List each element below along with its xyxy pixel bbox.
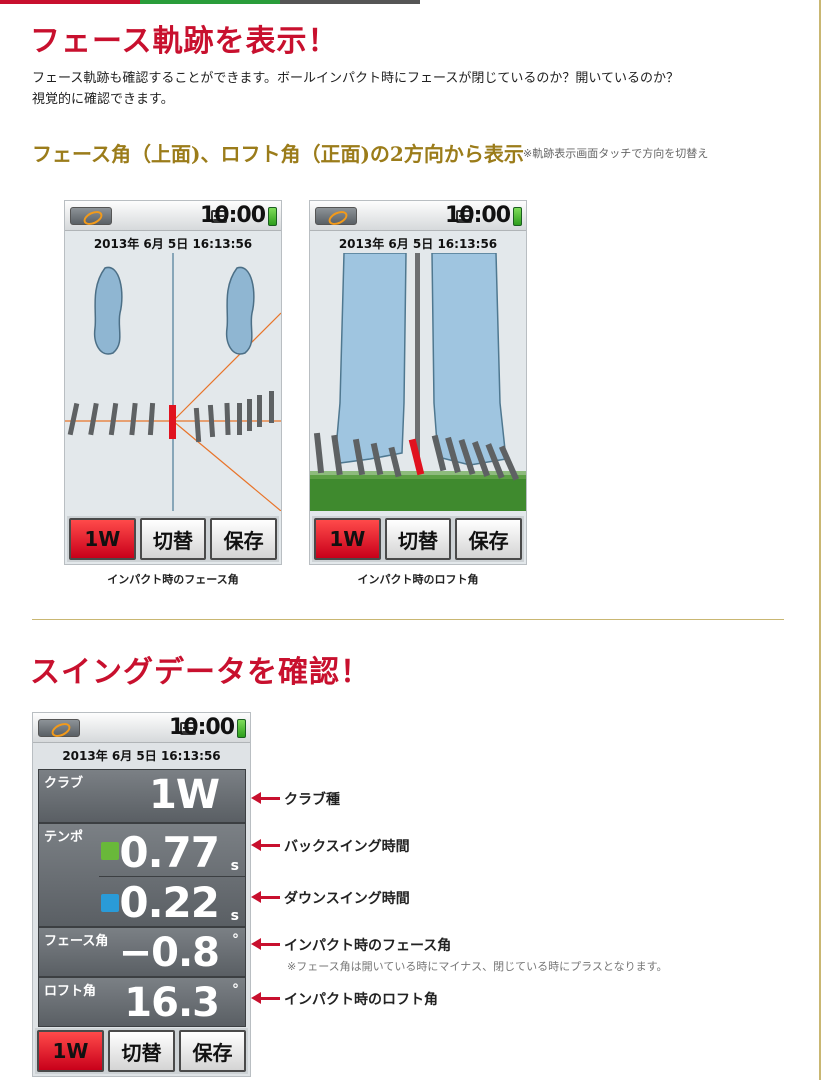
save-button[interactable]: 保存 xyxy=(455,518,523,560)
section-divider xyxy=(32,619,784,620)
club-row: クラブ 1W xyxy=(38,769,246,823)
loft-angle-row: ロフト角 16.3 ° xyxy=(38,977,246,1027)
timestamp: 2013年 6月 5日 16:13:56 xyxy=(62,749,221,763)
backswing-icon xyxy=(101,842,119,860)
timestamp: 2013年 6月 5日 16:13:56 xyxy=(93,237,253,251)
status-bar: 10:00 xyxy=(33,713,250,743)
sd-card-icon xyxy=(180,722,196,735)
arrow-left-icon xyxy=(251,839,280,851)
switch-button[interactable]: 切替 xyxy=(108,1030,175,1072)
save-button[interactable]: 保存 xyxy=(179,1030,246,1072)
face-angle-caption: インパクト時のフェース角 xyxy=(107,573,239,586)
timestamp: 2013年 6月 5日 16:13:56 xyxy=(338,237,498,251)
status-bar: 10:00 xyxy=(65,201,281,231)
downswing-icon xyxy=(101,894,119,912)
loft-angle-annotation: インパクト時のロフト角 xyxy=(284,992,438,1008)
downswing-annotation: ダウンスイング時間 xyxy=(284,891,410,907)
arrow-left-icon xyxy=(251,891,280,903)
section2-title: スイングデータを確認！ xyxy=(30,655,371,690)
club-annotation: クラブ種 xyxy=(284,792,340,808)
sd-card-icon xyxy=(211,210,227,223)
sd-card-icon xyxy=(456,210,472,223)
tempo-row: テンポ 0.77 s 0.22 s xyxy=(38,823,246,927)
status-bar: 10:00 xyxy=(310,201,526,231)
battery-icon xyxy=(237,719,246,738)
face-angle-row: フェース角 −0.8 ° xyxy=(38,927,246,977)
swing-data-screen[interactable]: 10:00 2013年 6月 5日 16:13:56 クラブ 1W テンポ 0.… xyxy=(32,712,251,1077)
clock: 10:00 xyxy=(444,203,511,228)
battery-icon xyxy=(268,207,277,226)
club-button[interactable]: 1W xyxy=(69,518,136,560)
loft-angle-caption: インパクト時のロフト角 xyxy=(357,573,479,586)
switch-button[interactable]: 切替 xyxy=(139,518,207,560)
section1-description: フェース軌跡も確認することができます。ボールインパクト時にフェースが閉じているの… xyxy=(32,71,680,107)
arrow-left-icon xyxy=(251,792,280,804)
club-button[interactable]: 1W xyxy=(314,518,381,560)
clock: 10:00 xyxy=(199,203,266,228)
clock: 10:00 xyxy=(168,715,235,740)
logo-icon xyxy=(38,719,80,737)
button-row: 1W 切替 保存 xyxy=(312,516,524,562)
button-row: 1W 切替 保存 xyxy=(35,1028,248,1074)
logo-icon xyxy=(315,207,357,225)
switch-button[interactable]: 切替 xyxy=(384,518,452,560)
club-button[interactable]: 1W xyxy=(37,1030,104,1072)
face-angle-annotation: インパクト時のフェース角 xyxy=(284,938,452,954)
loft-angle-screen[interactable]: 10:00 2013年 6月 5日 16:13:56 1W 切替 保存 xyxy=(309,200,527,565)
loft-trajectory-front-view xyxy=(310,253,526,511)
section1-subtitle-note: ※軌跡表示画面タッチで方向を切替え xyxy=(523,147,709,160)
face-angle-screen[interactable]: 10:00 2013年 6月 5日 16:13:56 1W 切替 保存 xyxy=(64,200,282,565)
save-button[interactable]: 保存 xyxy=(210,518,278,560)
face-angle-note: ※フェース角は開いている時にマイナス、閉じている時にプラスとなります。 xyxy=(287,960,668,973)
top-color-bar xyxy=(0,0,821,4)
section1-subtitle: フェース角（上面)、ロフト角（正面)の2方向から表示 xyxy=(32,142,524,166)
logo-icon xyxy=(70,207,112,225)
arrow-left-icon xyxy=(251,938,280,950)
button-row: 1W 切替 保存 xyxy=(67,516,279,562)
backswing-annotation: バックスイング時間 xyxy=(284,839,410,855)
section1-title: フェース軌跡を表示！ xyxy=(30,24,339,59)
arrow-left-icon xyxy=(251,992,280,1004)
right-border-line xyxy=(819,0,821,1080)
battery-icon xyxy=(513,207,522,226)
face-trajectory-top-view xyxy=(65,253,281,511)
